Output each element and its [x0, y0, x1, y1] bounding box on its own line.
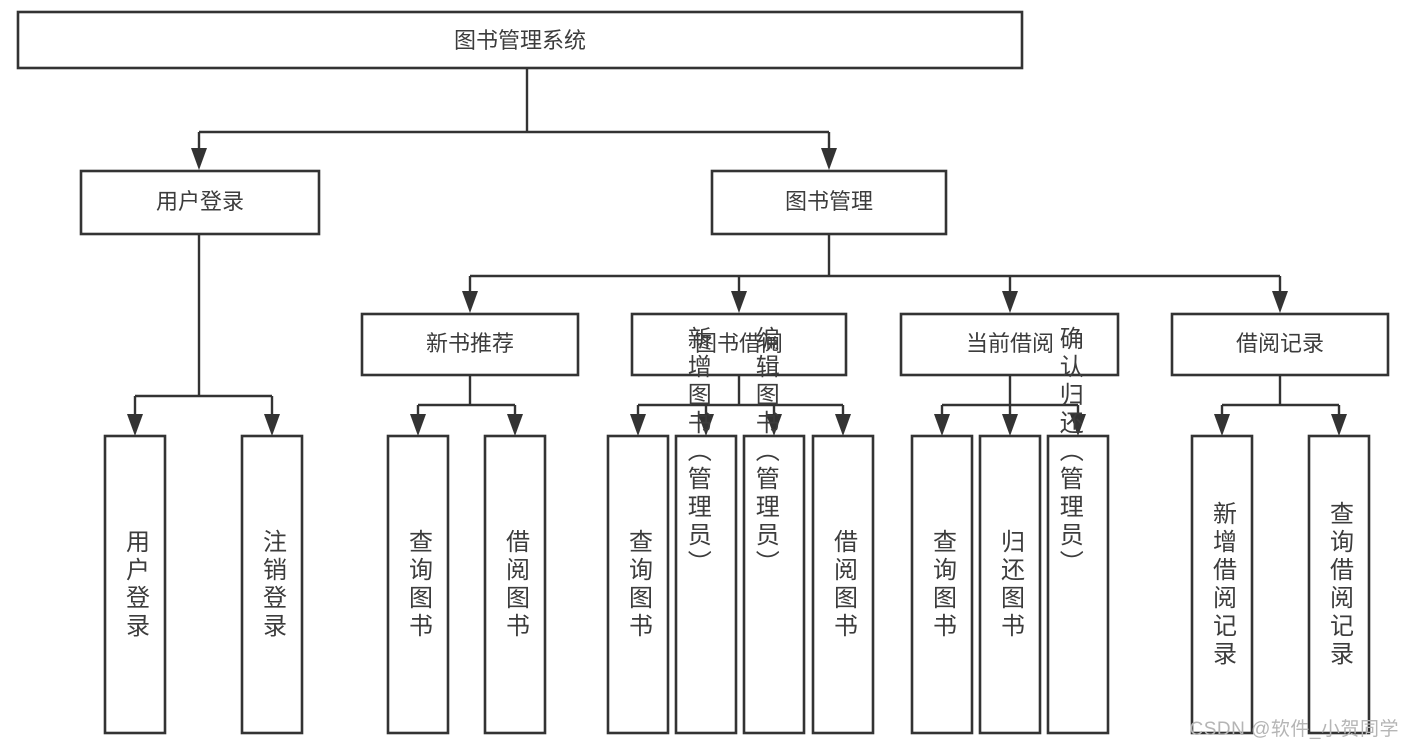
node-user-login-box[interactable] [79, 169, 321, 236]
node-book-borrow-label: 图书借阅 [695, 331, 783, 356]
arrowhead-leaf-current-borrow-1 [934, 414, 950, 436]
node-current-borrow[interactable]: 当前借阅 [899, 312, 1120, 377]
leaf-current-borrow-query-label: 查询图书 [929, 529, 957, 641]
node-borrow-record[interactable]: 借阅记录 [1170, 312, 1390, 377]
leaf-user-login-logout-label: 注销登录 [259, 529, 287, 641]
leaf-book-borrow-edit-label: 编辑图书（管理员） [751, 326, 779, 578]
arrowhead-current-borrow [1002, 291, 1018, 313]
node-book-borrow[interactable]: 图书借阅 [630, 312, 848, 377]
leaf-user-login-login-box[interactable] [103, 434, 167, 735]
leaf-user-login-login-label: 用户登录 [122, 529, 150, 641]
leaf-node[interactable]: 查询图书 [386, 434, 450, 735]
leaf-new-book-query-label: 查询图书 [405, 529, 433, 641]
leaf-node[interactable]: 确认归还（管理员） [1046, 326, 1110, 735]
node-new-book-recommend[interactable]: 新书推荐 [360, 312, 580, 377]
connector-group-current-borrow [934, 375, 1086, 436]
arrowhead-leaf-book-borrow-1 [630, 414, 646, 436]
arrowhead-leaf-new-book-1 [410, 414, 426, 436]
leaf-node[interactable]: 借阅图书 [483, 434, 547, 735]
node-root[interactable]: 图书管理系统 [16, 10, 1024, 70]
connector-group-new-book [410, 375, 523, 436]
connector-group-book-manage [462, 234, 1288, 313]
node-borrow-record-label: 借阅记录 [1236, 331, 1324, 356]
node-current-borrow-label: 当前借阅 [966, 331, 1054, 356]
leaf-book-borrow-edit-box[interactable] [742, 434, 806, 735]
leaf-book-borrow-query-box[interactable] [606, 434, 670, 735]
leaf-current-borrow-confirm-box[interactable] [1046, 434, 1110, 735]
arrowhead-leaf-book-borrow-2 [698, 414, 714, 436]
connector-group-book-borrow [630, 375, 851, 436]
arrowhead-leaf-borrow-record-2 [1331, 414, 1347, 436]
leaf-current-borrow-confirm-label: 确认归还（管理员） [1055, 326, 1083, 578]
arrowhead-user-login [191, 148, 207, 170]
arrowhead-borrow-record [1272, 291, 1288, 313]
arrowhead-book-borrow [731, 291, 747, 313]
node-current-borrow-box[interactable] [899, 312, 1120, 377]
leaf-borrow-record-add-label: 新增借阅记录 [1209, 501, 1237, 669]
leaf-node[interactable]: 新增图书（管理员） [674, 326, 738, 735]
leaf-current-borrow-query-box[interactable] [910, 434, 974, 735]
csdn-watermark: CSDN @软件_小贺同学 [1189, 719, 1399, 740]
arrowhead-leaf-current-borrow-3 [1070, 414, 1086, 436]
leaf-user-login-logout-box[interactable] [240, 434, 304, 735]
leaf-borrow-record-query-label: 查询借阅记录 [1326, 501, 1354, 669]
arrowhead-new-book [462, 291, 478, 313]
node-user-login[interactable]: 用户登录 [79, 169, 321, 236]
node-borrow-record-box[interactable] [1170, 312, 1390, 377]
arrowhead-leaf-user-login-1 [127, 414, 143, 436]
node-root-box[interactable] [16, 10, 1024, 70]
connector-group-root [191, 68, 837, 170]
leaf-book-borrow-query-label: 查询图书 [625, 529, 653, 641]
arrowhead-leaf-current-borrow-2 [1002, 414, 1018, 436]
arrowhead-leaf-new-book-2 [507, 414, 523, 436]
node-book-manage[interactable]: 图书管理 [710, 169, 948, 236]
leaf-node[interactable]: 注销登录 [240, 434, 304, 735]
node-user-login-label: 用户登录 [156, 189, 244, 214]
leaf-book-borrow-add-label: 新增图书（管理员） [683, 326, 711, 578]
leaf-node[interactable]: 新增借阅记录 [1190, 434, 1254, 735]
leaf-node[interactable]: 借阅图书 [811, 434, 875, 735]
arrowhead-book-manage [821, 148, 837, 170]
connector-group-user-login [127, 234, 280, 436]
arrowhead-leaf-book-borrow-4 [835, 414, 851, 436]
leaf-new-book-borrow-box[interactable] [483, 434, 547, 735]
connector-group-borrow-record [1214, 375, 1347, 436]
node-book-borrow-box[interactable] [630, 312, 848, 377]
leaf-node[interactable]: 查询借阅记录 [1307, 434, 1371, 735]
leaf-node[interactable]: 查询图书 [910, 434, 974, 735]
leaf-current-borrow-return-box[interactable] [978, 434, 1042, 735]
leaf-node[interactable]: 归还图书 [978, 434, 1042, 735]
leaf-borrow-record-add-box[interactable] [1190, 434, 1254, 735]
leaf-borrow-record-query-box[interactable] [1307, 434, 1371, 735]
leaf-book-borrow-borrow-box[interactable] [811, 434, 875, 735]
node-root-label: 图书管理系统 [454, 28, 586, 53]
arrowhead-leaf-user-login-2 [264, 414, 280, 436]
arrowhead-leaf-borrow-record-1 [1214, 414, 1230, 436]
node-new-book-recommend-label: 新书推荐 [426, 331, 514, 356]
node-book-manage-label: 图书管理 [785, 189, 873, 214]
node-new-book-recommend-box[interactable] [360, 312, 580, 377]
leaf-node[interactable]: 用户登录 [103, 434, 167, 735]
leaf-new-book-query-box[interactable] [386, 434, 450, 735]
leaf-node[interactable]: 查询图书 [606, 434, 670, 735]
leaf-new-book-borrow-label: 借阅图书 [502, 529, 530, 641]
leaf-current-borrow-return-label: 归还图书 [997, 529, 1025, 641]
leaf-book-borrow-add-box[interactable] [674, 434, 738, 735]
node-book-manage-box[interactable] [710, 169, 948, 236]
leaf-node[interactable]: 编辑图书（管理员） [742, 326, 806, 735]
arrowhead-leaf-book-borrow-3 [766, 414, 782, 436]
leaf-book-borrow-borrow-label: 借阅图书 [830, 529, 858, 641]
